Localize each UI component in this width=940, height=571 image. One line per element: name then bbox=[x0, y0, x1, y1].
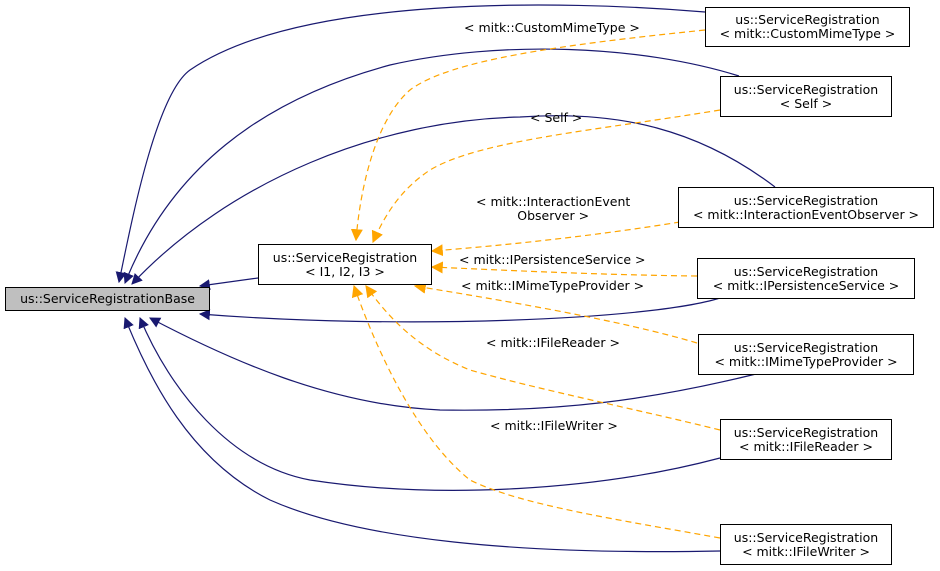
node-service-registration-template[interactable]: us::ServiceRegistration < I1, I2, I3 > bbox=[258, 244, 432, 285]
edge-self-to-base bbox=[123, 48, 740, 285]
node-label: < Self > bbox=[779, 95, 833, 111]
node-label: us::ServiceRegistration bbox=[733, 81, 879, 97]
edge-label-self: < Self > bbox=[530, 111, 582, 125]
node-label: us::ServiceRegistration bbox=[733, 339, 879, 355]
node-label: us::ServiceRegistration bbox=[733, 424, 879, 440]
node-label: < mitk::CustomMimeType > bbox=[719, 26, 896, 41]
edge-interact-to-base bbox=[131, 115, 776, 285]
edge-custom-to-base bbox=[115, 4, 706, 284]
edge-writer-to-template bbox=[351, 284, 721, 539]
node-label: < mitk::IFileWriter > bbox=[742, 543, 870, 559]
node-label: < mitk::IFileReader > bbox=[739, 438, 873, 454]
edge-label-interaction-event-observer: < mitk::InteractionEvent Observer > bbox=[476, 195, 630, 223]
edge-template-to-base bbox=[198, 277, 259, 291]
node-ifile-reader[interactable]: us::ServiceRegistration < mitk::IFileRea… bbox=[720, 419, 892, 460]
edge-label-ifile-reader: < mitk::IFileReader > bbox=[486, 336, 620, 350]
node-service-registration-base[interactable]: us::ServiceRegistrationBase bbox=[5, 287, 210, 311]
edge-label-ipersistence-service: < mitk::IPersistenceService > bbox=[459, 253, 646, 267]
edge-label-text: < mitk::IPersistenceService > bbox=[459, 252, 646, 267]
node-imime-type-provider[interactable]: us::ServiceRegistration < mitk::IMimeTyp… bbox=[698, 334, 914, 375]
edge-label-custom-mime-type: < mitk::CustomMimeType > bbox=[464, 21, 640, 35]
edge-custom-to-template bbox=[350, 29, 706, 242]
edge-persist-to-template bbox=[430, 261, 698, 277]
edge-label-imime-type-provider: < mitk::IMimeTypeProvider > bbox=[461, 279, 644, 293]
edge-label-text: Observer > bbox=[517, 208, 590, 223]
node-self[interactable]: us::ServiceRegistration < Self > bbox=[720, 76, 892, 117]
node-ifile-writer[interactable]: us::ServiceRegistration < mitk::IFileWri… bbox=[720, 524, 892, 565]
edge-label-text: < mitk::CustomMimeType > bbox=[464, 20, 640, 35]
node-label: < I1, I2, I3 > bbox=[305, 263, 385, 279]
edge-label-text: < mitk::IFileReader > bbox=[486, 335, 620, 350]
node-label: < mitk::IMimeTypeProvider > bbox=[714, 353, 898, 369]
node-interaction-event-observer[interactable]: us::ServiceRegistration < mitk::Interact… bbox=[678, 187, 934, 228]
edge-label-text: < Self > bbox=[530, 110, 583, 125]
edge-mime-to-template bbox=[413, 281, 698, 344]
node-label: us::ServiceRegistration bbox=[272, 249, 418, 265]
edge-reader-to-template bbox=[365, 285, 721, 431]
edge-label-text: < mitk::InteractionEvent bbox=[476, 194, 631, 209]
edge-reader-to-base bbox=[138, 316, 721, 491]
node-label: us::ServiceRegistrationBase bbox=[20, 291, 195, 306]
edge-label-ifile-writer: < mitk::IFileWriter > bbox=[490, 419, 618, 433]
node-label: us::ServiceRegistration bbox=[733, 192, 879, 208]
edge-writer-to-base bbox=[123, 316, 721, 553]
edge-self-to-template bbox=[371, 109, 721, 244]
node-custom-mime-type[interactable]: us::ServiceRegistration < mitk::CustomMi… bbox=[705, 7, 910, 47]
node-label: us::ServiceRegistration bbox=[735, 12, 880, 27]
node-ipersistence-service[interactable]: us::ServiceRegistration < mitk::IPersist… bbox=[697, 258, 915, 299]
edge-persist-to-base bbox=[198, 297, 721, 323]
edge-label-text: < mitk::IMimeTypeProvider > bbox=[461, 278, 645, 293]
node-label: < mitk::InteractionEventObserver > bbox=[692, 206, 920, 222]
edge-label-text: < mitk::IFileWriter > bbox=[490, 418, 618, 433]
edge-interact-to-template bbox=[430, 221, 681, 257]
node-label: us::ServiceRegistration bbox=[733, 529, 879, 545]
edge-mime-to-base bbox=[149, 317, 757, 411]
node-label: < mitk::IPersistenceService > bbox=[712, 277, 900, 293]
node-label: us::ServiceRegistration bbox=[733, 263, 879, 279]
